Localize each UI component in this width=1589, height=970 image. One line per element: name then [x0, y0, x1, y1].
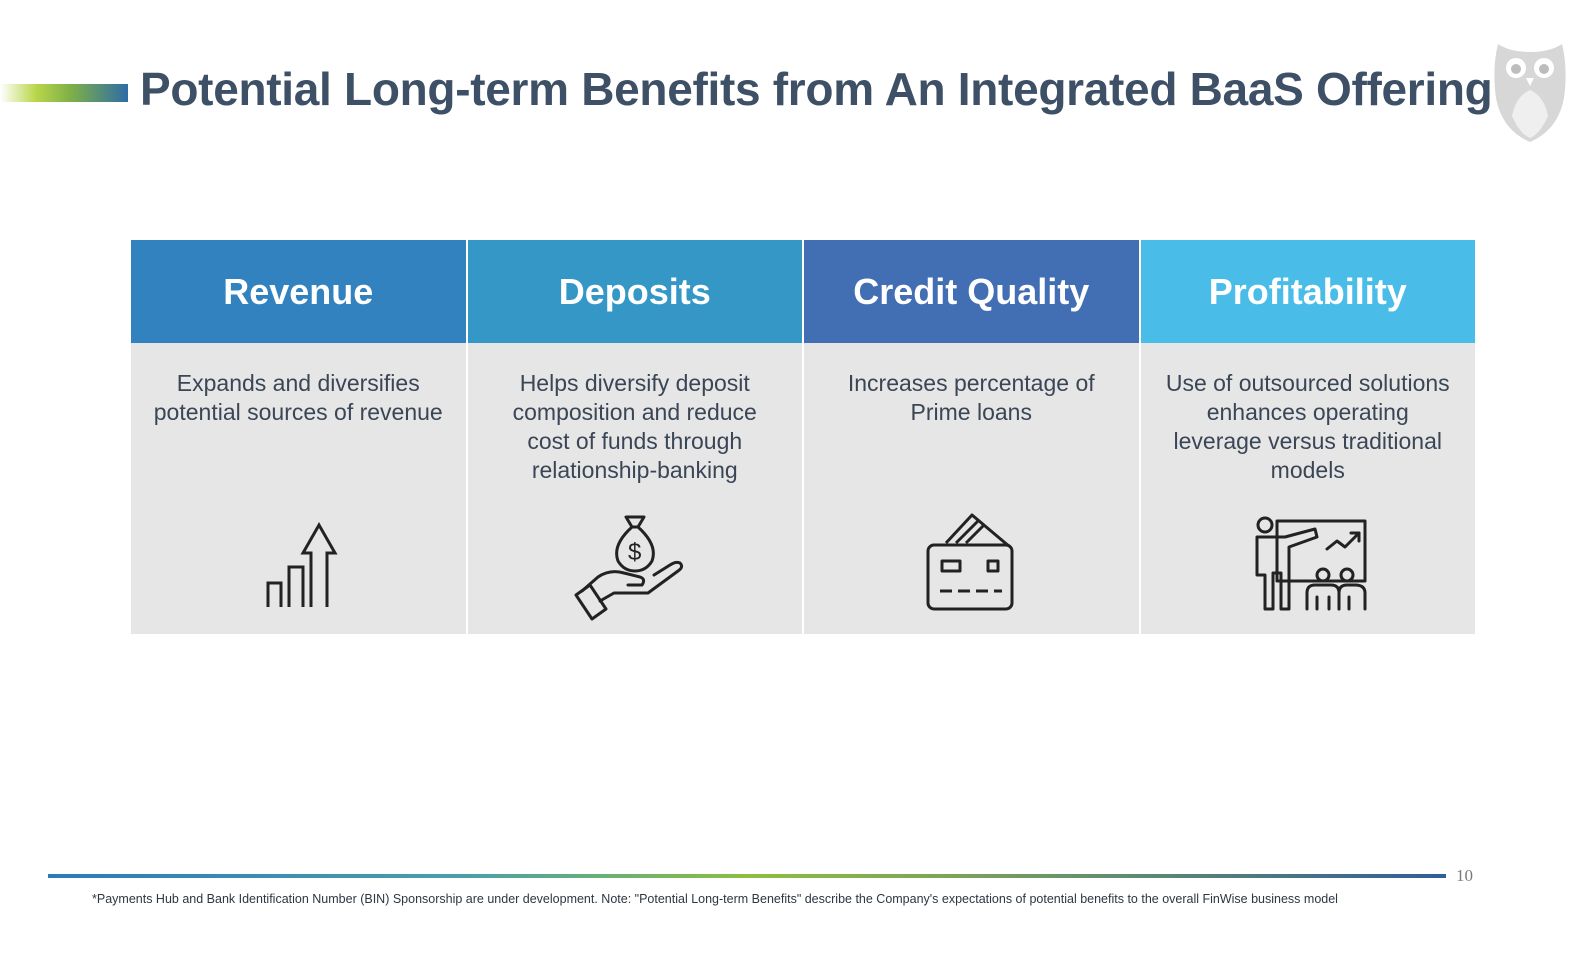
presentation-audience-icon — [1243, 505, 1373, 623]
owl-logo-icon — [1490, 38, 1570, 146]
svg-text:$: $ — [628, 539, 641, 566]
benefit-column-deposits: Deposits Helps diversify deposit composi… — [467, 240, 802, 634]
column-heading: Deposits — [467, 240, 802, 343]
benefit-column-revenue: Revenue Expands and diversifies potentia… — [131, 240, 466, 634]
credit-card-icon — [906, 505, 1036, 623]
money-bag-hand-icon: $ — [570, 505, 700, 623]
column-description: Use of outsourced solutions enhances ope… — [1165, 370, 1450, 483]
benefit-column-profitability: Profitability Use of outsourced solution… — [1140, 240, 1475, 634]
benefit-column-credit-quality: Credit Quality Increases percentage of P… — [804, 240, 1139, 634]
benefits-table: Revenue Expands and diversifies potentia… — [131, 240, 1475, 634]
column-heading: Profitability — [1140, 240, 1475, 343]
column-description: Expands and diversifies potential source… — [153, 370, 443, 425]
footnote: *Payments Hub and Bank Identification Nu… — [92, 892, 1338, 906]
column-description: Increases percentage of Prime loans — [847, 370, 1095, 425]
bar-chart-up-arrow-icon — [233, 505, 363, 623]
page-number: 10 — [1456, 866, 1473, 885]
title-accent-bar — [0, 84, 128, 102]
page-title: Potential Long-term Benefits from An Int… — [140, 63, 1493, 115]
column-description: Helps diversify deposit composition and … — [512, 370, 757, 483]
column-heading: Revenue — [131, 240, 466, 343]
column-heading: Credit Quality — [804, 240, 1139, 343]
footer-divider — [48, 874, 1446, 878]
